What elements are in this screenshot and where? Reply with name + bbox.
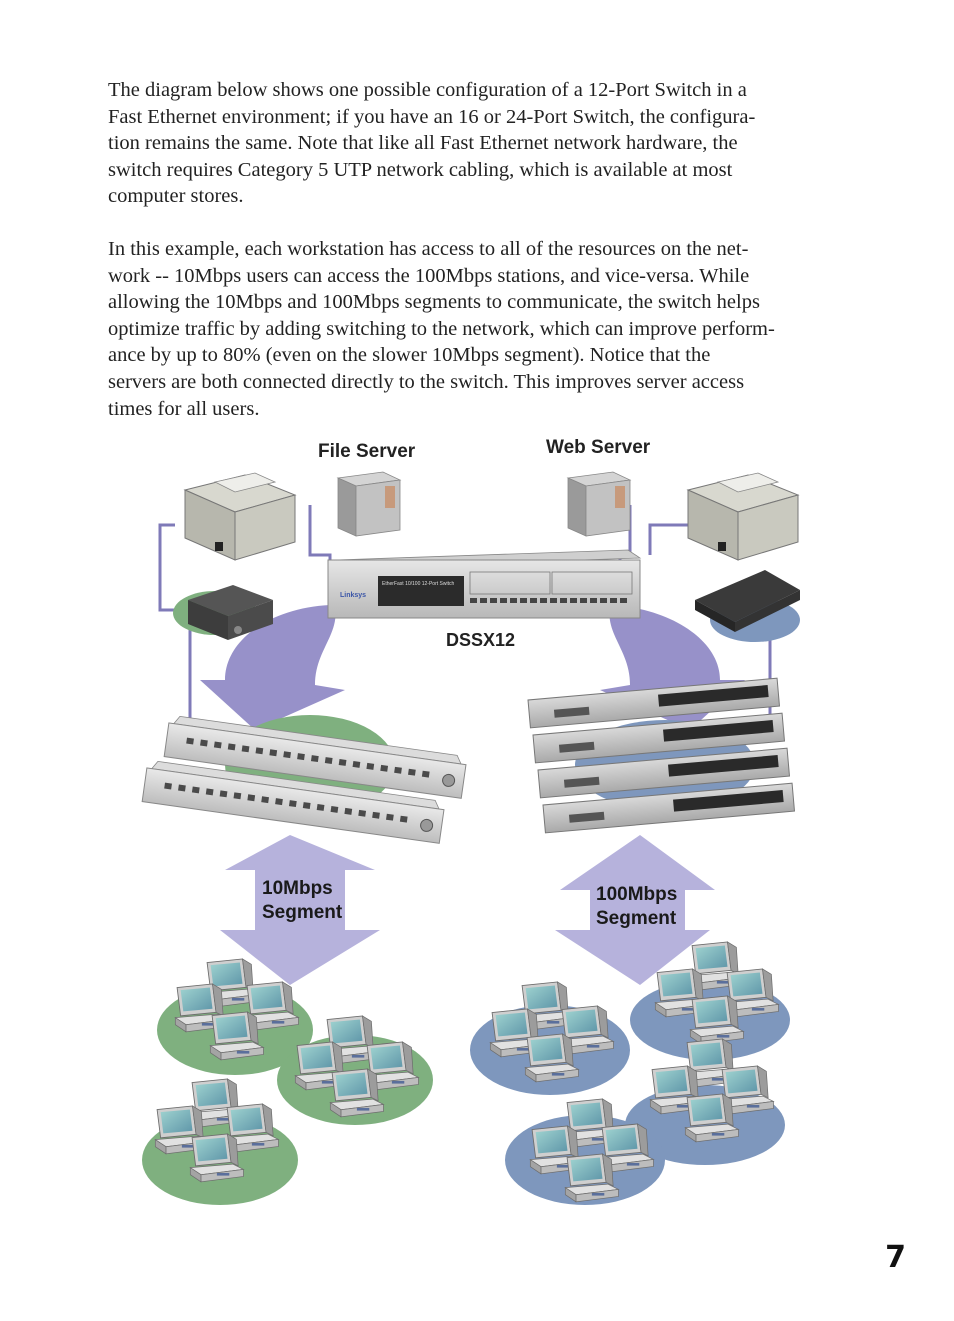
cable [308,505,332,570]
segment-speed: 10Mbps [262,878,333,899]
example-paragraph: In this example, each workstation has ac… [108,236,843,422]
left-segment-arrow [220,835,380,985]
text-line: In this example, each workstation has ac… [108,238,749,260]
text-line: Fast Ethernet environment; if you have a… [108,105,756,128]
switch-body [327,559,641,619]
left-flow-arrow [200,605,345,730]
intro-paragraph: The diagram below shows one possible con… [108,77,843,210]
text-line: ance by up to 80% (even on the slower 10… [108,344,711,367]
switch-led-panel [378,576,464,606]
switch-brand: Linksys [340,592,366,599]
rack-switch-stack-icon [527,677,796,834]
switch-model-label: DSSX12 [446,630,516,650]
right-segment-label: 100Mbps Segment [596,883,677,931]
page-number: 7 [885,1240,906,1275]
network-diagram: EtherFast 10/100 12-Port Switch Linksys [141,471,800,1205]
printer-left-icon [183,472,297,561]
text-line: allowing the 10Mbps and 100Mbps segments… [108,291,760,314]
web-server-icon [566,471,632,537]
text-line: work -- 10Mbps users can access the 100M… [108,264,750,287]
file-server-icon [336,471,402,537]
text-line: The diagram below shows one possible con… [108,79,747,101]
hub [141,760,445,844]
text-line: tion remains the same. Note that like al… [108,132,738,155]
text-line: servers are both connected directly to t… [108,370,745,393]
printer-right-icon [686,472,800,561]
file-server-label: File Server [318,441,416,462]
hub-stack-icon [141,715,467,844]
segment-word: Segment [596,908,677,929]
text-line: times for all users. [108,397,260,420]
segment-word: Segment [262,902,343,923]
left-segment-label: 10Mbps Segment [262,877,342,925]
transceiver-icon [188,585,273,640]
switch-face-label: EtherFast 10/100 12-Port Switch [382,581,454,587]
text-line: optimize traffic by adding switching to … [108,317,775,340]
print-server-icon [695,570,800,632]
web-server-label: Web Server [546,437,651,458]
right-segment-arrow [555,835,715,985]
text-line: switch requires Category 5 UTP network c… [108,158,733,181]
dssx12-switch-icon: EtherFast 10/100 12-Port Switch Linksys [327,549,642,619]
text-line: computer stores. [108,185,244,208]
cable [648,523,690,555]
segment-speed: 100Mbps [596,884,678,905]
hub [163,715,467,799]
